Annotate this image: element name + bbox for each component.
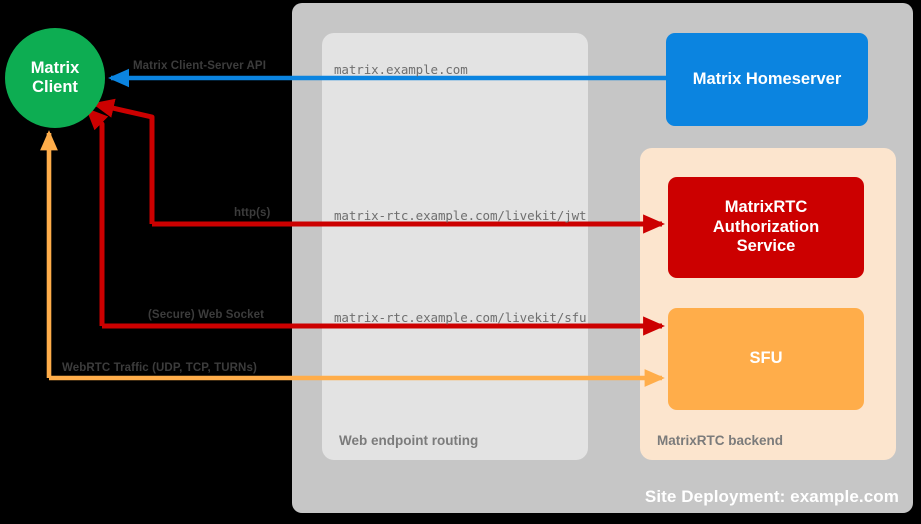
endpoint-url-livekit-sfu: matrix-rtc.example.com/livekit/sfu <box>334 310 587 325</box>
group-label-web-endpoint-routing: Web endpoint routing <box>339 433 479 448</box>
protocol-label-secure-websocket: (Secure) Web Socket <box>148 309 265 321</box>
node-matrixrtc-authorization-service[interactable]: MatrixRTC Authorization Service <box>668 177 864 278</box>
connection-webrtc-traffic <box>40 130 665 387</box>
protocol-label-webrtc-traffic: WebRTC Traffic (UDP, TCP, TURNs) <box>62 362 257 374</box>
node-matrix-homeserver-label: Matrix Homeserver <box>692 69 842 88</box>
node-matrix-client[interactable]: Matrix Client <box>5 28 105 128</box>
group-label-matrixrtc-backend: MatrixRTC backend <box>657 433 784 448</box>
node-sfu[interactable]: SFU <box>668 308 864 410</box>
node-matrix-client-line1: Matrix <box>30 58 80 77</box>
protocol-label-https: http(s) <box>234 207 271 219</box>
connection-livekit-sfu <box>85 107 666 336</box>
node-matrix-homeserver[interactable]: Matrix Homeserver <box>666 33 868 126</box>
node-auth-service-line3: Service <box>736 237 796 256</box>
node-auth-service-line2: Authorization <box>712 217 820 236</box>
group-web-endpoint-routing: Web endpoint routing <box>322 33 588 460</box>
endpoint-url-livekit-jwt: matrix-rtc.example.com/livekit/jwt <box>334 208 587 223</box>
node-matrix-client-line2: Client <box>32 78 78 96</box>
connection-livekit-jwt <box>91 98 666 234</box>
protocol-label-matrix-client-server-api: Matrix Client-Server API <box>133 60 266 72</box>
node-auth-service-line1: MatrixRTC <box>724 198 808 217</box>
site-deployment-label: Site Deployment: example.com <box>644 487 899 506</box>
endpoint-url-matrix: matrix.example.com <box>334 62 468 77</box>
node-sfu-label: SFU <box>749 349 783 368</box>
